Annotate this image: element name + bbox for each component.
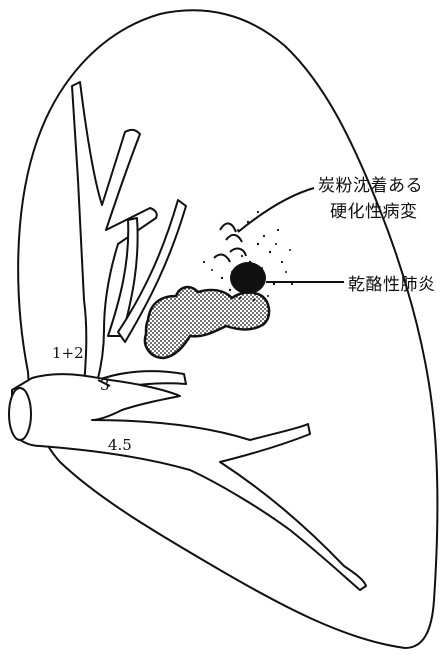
label-segment-4-5: 4.5 [108, 436, 132, 454]
main-bronchus-opening [9, 388, 31, 440]
label-segment-3: 3 [100, 376, 110, 394]
label-segment-1-2: 1+2 [52, 344, 84, 362]
dense-lesion [230, 262, 266, 294]
annotation-caseous-pneumonia: 乾酪性肺炎 [348, 275, 436, 295]
annotation-anthracotic-line2: 硬化性病変 [330, 202, 418, 222]
annotation-anthracotic-line1: 炭粉沈着ある [318, 176, 423, 196]
